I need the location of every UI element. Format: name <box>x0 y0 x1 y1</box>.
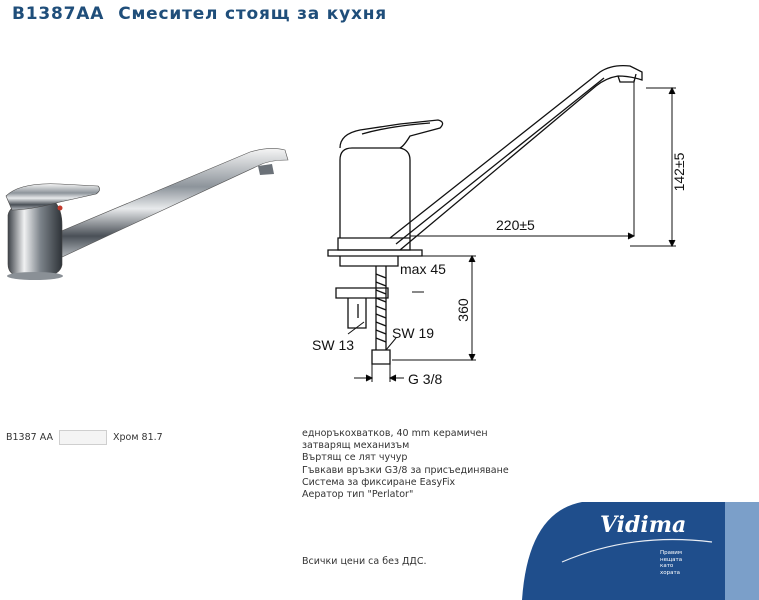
finish-swatch <box>58 430 107 445</box>
tagline-line: Правим <box>660 550 682 556</box>
label-sw19: SW 19 <box>392 325 434 341</box>
product-name-title: Смесител стоящ за кухня <box>118 4 387 24</box>
product-row-code: B1387 AA <box>6 432 53 443</box>
brand-logo-banner <box>522 502 759 600</box>
feature-item: Въртящ се лят чучур <box>302 452 408 464</box>
faucet-photo <box>5 148 289 280</box>
label-sw13: SW 13 <box>312 337 354 353</box>
label-thread: G 3/8 <box>408 371 442 387</box>
feature-list: еднoръкохватков, 40 mm керамичен затваря… <box>302 428 509 501</box>
feature-item: еднoръкохватков, 40 mm керамичен <box>302 428 488 439</box>
tagline-line: нещата <box>660 556 683 563</box>
product-code-title: B1387AA <box>12 4 105 24</box>
brand-tagline: Правим нещата като хората <box>660 550 682 576</box>
tagline-line: хората <box>660 569 681 576</box>
brand-logo-text: Vidima <box>600 512 687 538</box>
dim-max-angle: max 45 <box>400 261 446 277</box>
dim-length: 360 <box>455 298 471 322</box>
feature-item: Гъвкави връзки G3/8 за присъединяване <box>302 464 509 476</box>
feature-item: затварящ механизъм <box>302 440 410 452</box>
feature-item: Аератор тип "Perlator" <box>302 489 414 501</box>
vat-note: Всички цени са без ДДС. <box>302 556 427 567</box>
product-row: B1387 AA Хром 81.7 <box>6 430 163 445</box>
feature-item: Система за фиксиране EasyFix <box>302 476 456 488</box>
technical-drawing: 220±5 142±5 max 45 360 SW 13 SW 19 G 3/8 <box>312 64 687 387</box>
dim-spout-height: 142±5 <box>671 152 687 191</box>
tagline-line: като <box>660 563 674 570</box>
dim-spout-reach: 220±5 <box>496 217 535 233</box>
product-row-price: 81.7 <box>141 432 163 443</box>
page-title: B1387AA Смесител стоящ за кухня <box>12 4 387 24</box>
product-row-finish: Хром <box>112 432 139 443</box>
